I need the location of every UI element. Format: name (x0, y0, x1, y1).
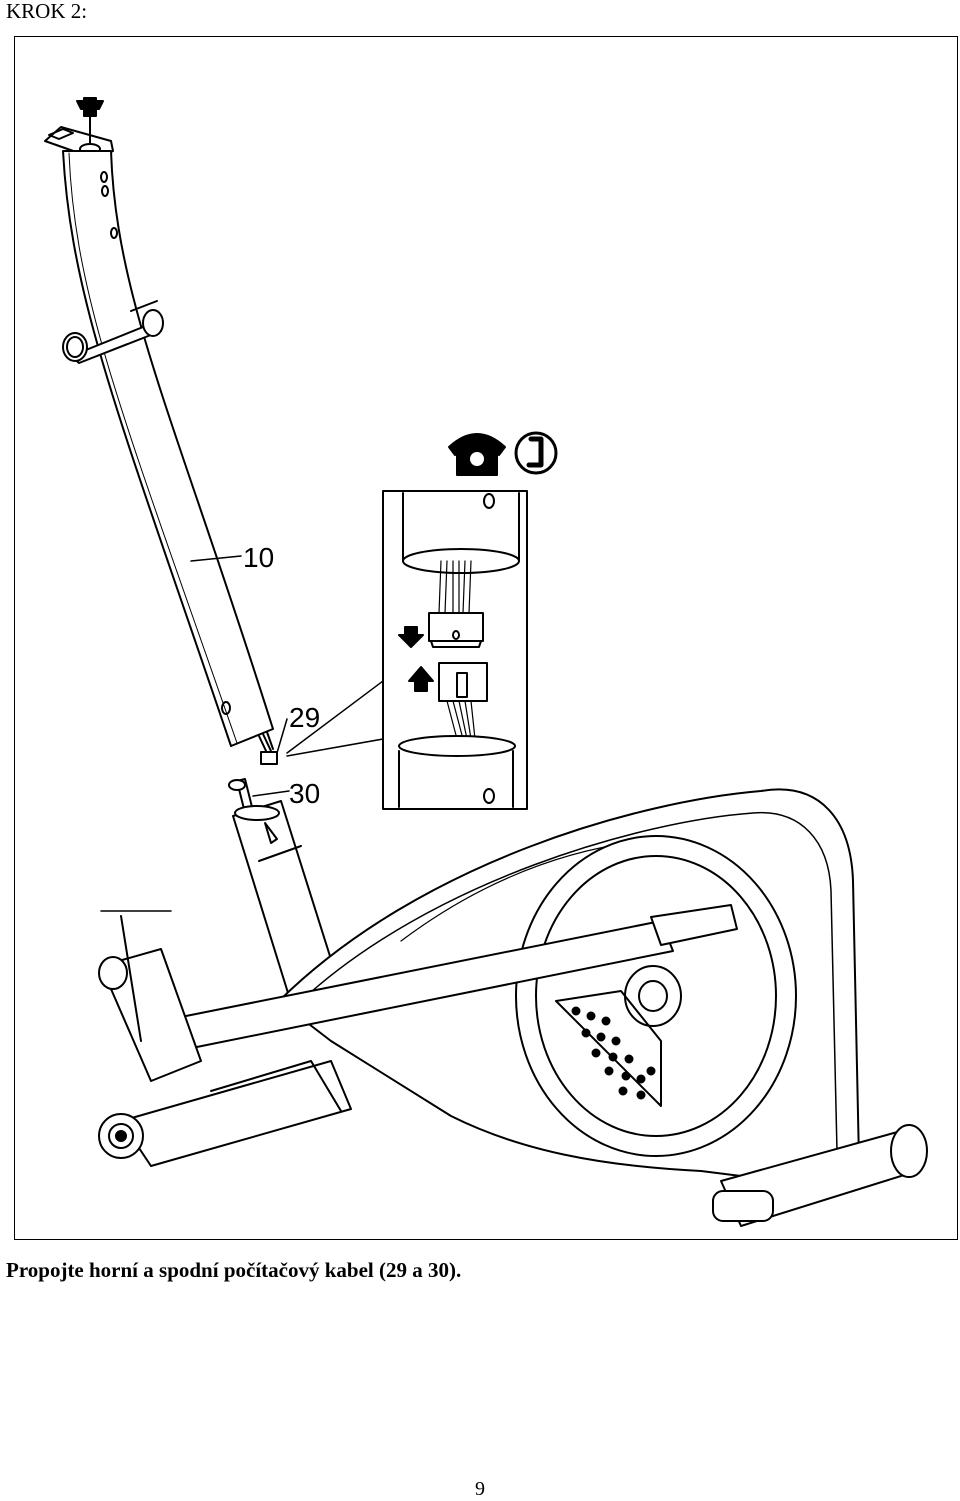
handset-icon (514, 431, 558, 475)
lower-post (228, 778, 342, 1010)
telephone-icon (448, 433, 506, 476)
upright-tube (44, 97, 278, 765)
assembly-drawing: 10 29 30 (44, 97, 928, 1227)
step-title: KROK 2: (6, 0, 88, 23)
part-label-30: 30 (289, 778, 320, 809)
part-label-10: 10 (243, 542, 274, 573)
part-label-29: 29 (289, 702, 320, 733)
arrow-up-icon (408, 666, 434, 692)
step-caption: Propojte horní a spodní počítačový kabel… (6, 1258, 462, 1282)
page-number: 9 (475, 1478, 485, 1500)
assembly-figure: 10 29 30 (14, 36, 958, 1240)
arrow-down-icon (398, 626, 424, 648)
trainer-frame (98, 788, 928, 1227)
connector-detail-inset (286, 490, 528, 810)
